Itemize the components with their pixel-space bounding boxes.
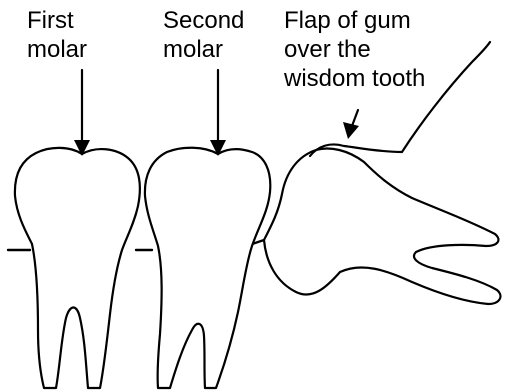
second-molar-label: Second molar <box>163 6 244 64</box>
gum-flap-pointer <box>352 110 358 126</box>
gum-flap-label: Flap of gum over the wisdom tooth <box>284 6 425 93</box>
first-molar-tooth <box>15 148 140 388</box>
first-molar-label: First molar <box>27 6 87 64</box>
first-molar-label-line: First <box>27 6 87 35</box>
wisdom-tooth <box>264 149 500 305</box>
first-molar-label-line: molar <box>27 35 87 64</box>
second-molar-tooth <box>145 148 270 388</box>
gum-flap-arrowhead <box>343 122 359 139</box>
second-molar-label-line: Second <box>163 6 244 35</box>
second-molar-label-line: molar <box>163 35 244 64</box>
gum-flap-label-line: Flap of gum <box>284 6 425 35</box>
gum-flap-label-line: over the <box>284 35 425 64</box>
gum-flap-label-line: wisdom tooth <box>284 64 425 93</box>
